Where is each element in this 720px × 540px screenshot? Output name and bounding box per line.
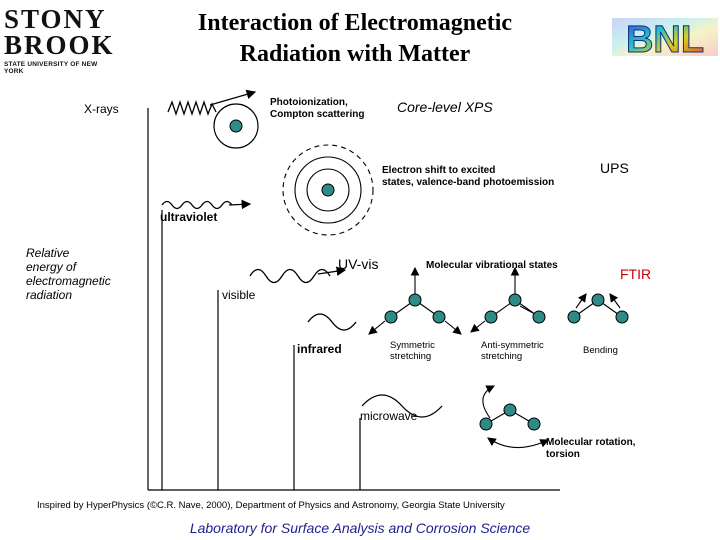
label-relative-energy-line-3: electromagnetic xyxy=(26,274,111,288)
uv-atom-nucleus xyxy=(321,183,335,197)
label-electron-shift-line-1: Electron shift to excited xyxy=(382,165,496,176)
label-molecular-vibrational: Molecular vibrational states xyxy=(426,260,558,271)
page-title: Interaction of Electromagnetic Radiation… xyxy=(150,8,560,70)
antisymmetric-stretching-molecule xyxy=(470,266,546,333)
title-line-2: Radiation with Matter xyxy=(239,41,471,67)
label-core-xps: Core-level XPS xyxy=(397,99,493,115)
bending-center-atom xyxy=(591,293,605,307)
footer-lab-name: Laboratory for Surface Analysis and Corr… xyxy=(189,520,531,536)
xray-atom-orbit xyxy=(213,103,259,149)
stony-brook-logo: STONY BROOK STATE UNIVERSITY OF NEW YORK xyxy=(4,6,116,76)
xray-atom-nucleus xyxy=(229,119,243,133)
label-xrays: X-rays xyxy=(84,102,119,116)
antisymmetric-left-atom xyxy=(484,310,498,324)
uv-outer-orbit xyxy=(282,144,374,236)
stony-brook-subtitle: STATE UNIVERSITY OF NEW YORK xyxy=(4,61,98,75)
label-ups: UPS xyxy=(600,160,629,176)
uv-inner-orbit xyxy=(306,168,350,212)
label-photoionization: Photoionization, Compton scattering xyxy=(270,97,364,121)
title-line-1: Interaction of Electromagnetic xyxy=(197,10,513,36)
stony-brook-word-2: BROOK xyxy=(4,30,115,60)
bending-right-atom xyxy=(615,310,629,324)
symmetric-right-atom xyxy=(432,310,446,324)
rotation-center-atom xyxy=(503,403,517,417)
bnl-logo: BNL xyxy=(612,14,718,62)
symmetric-left-atom xyxy=(384,310,398,324)
label-molecular-rotation: Molecular rotation, torsion xyxy=(546,437,635,461)
label-ftir: FTIR xyxy=(620,266,652,282)
bnl-logo-graphic: BNL xyxy=(612,18,718,62)
label-infrared: infrared xyxy=(297,342,342,356)
visible-arrow xyxy=(317,266,347,276)
infrared-wave xyxy=(307,313,357,331)
bnl-logo-text: BNL xyxy=(626,19,704,60)
label-relative-energy-line-4: radiation xyxy=(26,288,73,302)
energy-staircase xyxy=(147,108,560,491)
label-antisymmetric-line-1: Anti-symmetric xyxy=(481,340,544,351)
label-rotation-line-1: Molecular rotation, xyxy=(546,437,636,448)
stony-brook-word-1: STONY xyxy=(4,4,107,34)
antisymmetric-center-atom xyxy=(508,293,522,307)
label-photoionization-line-2: Compton scattering xyxy=(270,109,365,120)
rotation-right-atom xyxy=(527,417,541,431)
label-antisymmetric-line-2: stretching xyxy=(481,351,523,362)
label-electron-shift: Electron shift to excited states, valenc… xyxy=(382,165,554,189)
label-visible: visible xyxy=(222,288,256,302)
symmetric-center-atom xyxy=(408,293,422,307)
uv-middle-orbit xyxy=(294,156,362,224)
label-photoionization-line-1: Photoionization, xyxy=(270,97,348,108)
label-symmetric-line-2: stretching xyxy=(390,351,432,362)
label-symmetric-stretching: Symmetric stretching xyxy=(390,340,435,362)
xray-scatter-arrow xyxy=(209,89,257,106)
footer-credit: Inspired by HyperPhysics (©C.R. Nave, 20… xyxy=(37,500,505,511)
rotation-left-atom xyxy=(479,417,493,431)
label-rotation-line-2: torsion xyxy=(546,449,580,460)
label-microwave: microwave xyxy=(360,409,418,423)
label-relative-energy-line-2: energy of xyxy=(26,260,77,274)
ultraviolet-wave xyxy=(161,200,233,210)
bending-left-atom xyxy=(567,310,581,324)
label-bending: Bending xyxy=(583,345,618,356)
bending-molecule xyxy=(567,293,629,324)
antisymmetric-right-atom xyxy=(532,310,546,324)
label-relative-energy: Relative energy of electromagnetic radia… xyxy=(26,246,111,302)
visible-wave xyxy=(249,268,331,284)
ultraviolet-arrow xyxy=(228,199,252,210)
label-uvvis: UV-vis xyxy=(338,256,379,272)
label-relative-energy-line-1: Relative xyxy=(26,246,70,260)
rotating-molecule xyxy=(479,385,549,449)
microwave-wave xyxy=(361,394,443,418)
xray-wave xyxy=(167,99,217,117)
label-electron-shift-line-2: states, valence-band photoemission xyxy=(382,177,555,188)
label-antisymmetric-stretching: Anti-symmetric stretching xyxy=(481,340,544,362)
label-symmetric-line-1: Symmetric xyxy=(390,340,435,351)
symmetric-stretching-molecule xyxy=(368,266,462,335)
label-ultraviolet: ultraviolet xyxy=(160,210,218,224)
